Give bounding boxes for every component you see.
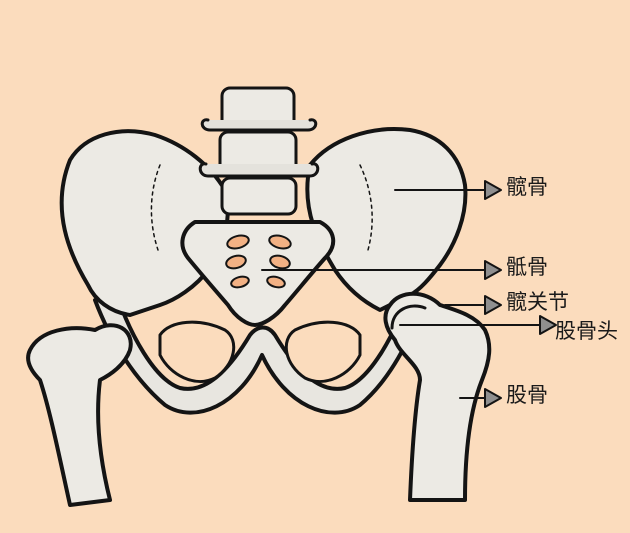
femur-left <box>26 323 133 507</box>
label-sacrum: 骶骨 <box>506 255 548 279</box>
obturator-foramen-left <box>158 320 236 383</box>
sacral-foramen <box>266 275 286 289</box>
obturator-foramen-right <box>284 320 362 383</box>
arrow-icon <box>484 180 502 200</box>
label-femur: 股骨 <box>506 383 548 407</box>
sacral-foramen <box>230 275 250 289</box>
label-ilium: 髋骨 <box>506 175 548 199</box>
arrow-icon <box>539 315 557 335</box>
label-femoral-head: 股骨头 <box>555 319 618 343</box>
arrow-icon <box>484 260 502 280</box>
femur-right <box>383 291 492 502</box>
arrow-icon <box>484 295 502 315</box>
sacral-foramen <box>269 254 291 270</box>
label-hip-joint: 髋关节 <box>506 290 569 314</box>
sacrum <box>180 220 336 327</box>
sacral-foramen <box>226 234 250 250</box>
ilium-right <box>305 127 468 312</box>
arrow-icon <box>484 388 502 408</box>
lumbar-vertebra <box>220 176 298 216</box>
sacral-foramen <box>225 254 247 270</box>
sacral-foramen <box>268 234 292 250</box>
